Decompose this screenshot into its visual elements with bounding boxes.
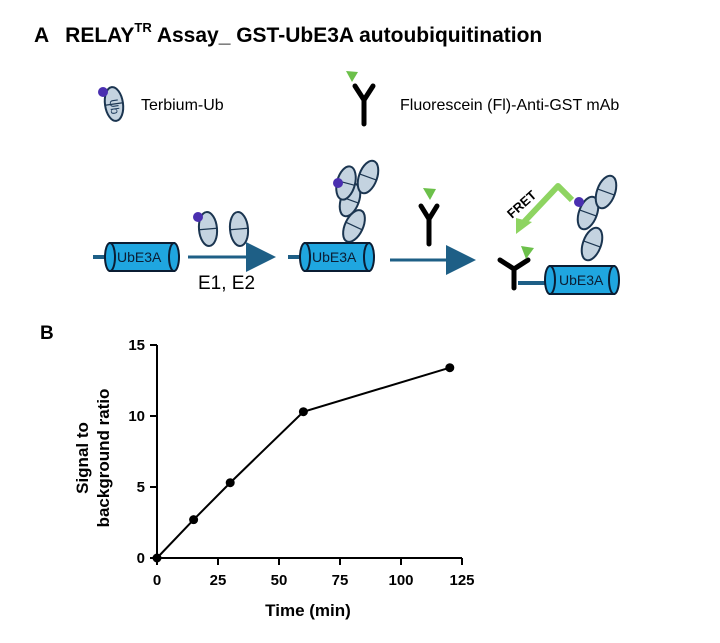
stage3-fret-complex: UbE3A FRET bbox=[497, 171, 622, 295]
legend-fluorescein-antibody: Fluorescein (Fl)-Anti-GST mAb bbox=[400, 97, 620, 114]
stage2-ubiquitinated-enzyme: UbE3A bbox=[288, 156, 384, 272]
panel-a-title: A RELAYTR Assay_ GST-UbE3A autoubiquitina… bbox=[34, 20, 543, 48]
y-axis-title-line2: background ratio bbox=[94, 389, 113, 528]
stage3-ube3a-label: UbE3A bbox=[559, 272, 604, 288]
y-tick-label: 15 bbox=[128, 337, 145, 354]
legend-terbium-ub: Terbium-Ub bbox=[141, 97, 224, 114]
step2-antibody bbox=[418, 188, 440, 247]
fret-label: FRET bbox=[504, 187, 539, 221]
x-tick-label: 0 bbox=[153, 572, 161, 589]
panel-b-letter: B bbox=[40, 323, 54, 344]
y-tick-label: 0 bbox=[137, 550, 145, 567]
x-tick-label: 25 bbox=[210, 572, 227, 589]
fluorescein-triangle-icon bbox=[346, 71, 358, 82]
title-prefix: RELAY bbox=[65, 24, 135, 47]
step1-reagents bbox=[193, 210, 251, 248]
x-tick-label: 125 bbox=[449, 572, 474, 589]
svg-text:Ub: Ub bbox=[106, 98, 122, 115]
data-point bbox=[225, 478, 235, 488]
title-suffix: Assay_ GST-UbE3A autoubiquitination bbox=[151, 24, 543, 47]
y-axis-title-line1: Signal to bbox=[73, 422, 92, 494]
stage1-ube3a-label: UbE3A bbox=[117, 249, 162, 265]
series-line bbox=[156, 366, 451, 559]
data-point bbox=[189, 515, 199, 525]
y-tick-label: 5 bbox=[137, 479, 145, 496]
legend-antibody-icon bbox=[346, 71, 376, 127]
stage1-enzyme: UbE3A bbox=[93, 242, 180, 272]
fret-arrowhead-icon bbox=[516, 218, 532, 234]
x-axis-title: Time (min) bbox=[265, 601, 351, 620]
terbium-dot-icon bbox=[98, 87, 108, 97]
data-point bbox=[298, 407, 308, 417]
y-tick-label: 10 bbox=[128, 408, 145, 425]
stage2-ube3a-label: UbE3A bbox=[312, 249, 357, 265]
legend-terbium-ub-icon: Ub bbox=[98, 84, 127, 124]
x-tick-label: 100 bbox=[388, 572, 413, 589]
signal-ratio-chart: 0 25 50 75 100 125 0 5 10 15 Time (min) Signal t… bbox=[73, 337, 475, 620]
title-superscript: TR bbox=[134, 20, 152, 35]
panel-a-letter: A bbox=[34, 24, 50, 47]
x-tick-label: 50 bbox=[271, 572, 288, 589]
data-point bbox=[445, 363, 455, 373]
data-point bbox=[152, 553, 162, 563]
x-tick-label: 75 bbox=[332, 572, 349, 589]
step-label-e1-e2: E1, E2 bbox=[198, 273, 256, 294]
